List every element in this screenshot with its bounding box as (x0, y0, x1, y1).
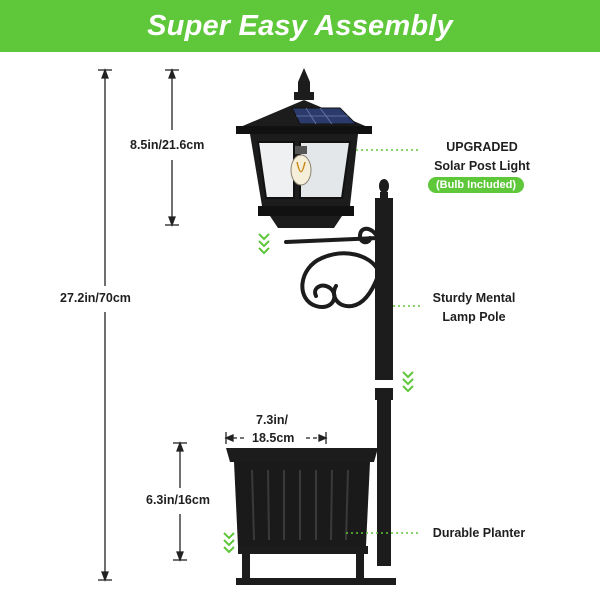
planter-height-label: 6.3in/16cm (146, 493, 210, 507)
banner-title: Super Easy Assembly (147, 9, 453, 42)
lantern-height-dimension-line (165, 68, 179, 227)
lamp-pole-callout-line1: Sturdy Mental (432, 291, 516, 305)
planter-width-dimension-line (224, 432, 328, 444)
solar-lantern (236, 68, 372, 228)
callout-leaders (346, 149, 420, 534)
scroll-bracket (284, 226, 380, 322)
planter-callout: Durable Planter (432, 526, 526, 540)
lamp-pole-callout: Sturdy Mental Lamp Pole (418, 289, 530, 327)
total-height-label: 27.2in/70cm (60, 291, 131, 305)
solar-light-callout-line1: UPGRADED (446, 140, 518, 154)
planter-width-label-line1: 7.3in/ (256, 413, 288, 427)
bulb-included-badge: (Bulb Included) (428, 177, 525, 193)
total-height-dimension-line (98, 68, 112, 582)
lantern-height-label: 8.5in/21.6cm (130, 138, 205, 152)
planter-width-label-line2: 18.5cm (252, 431, 295, 445)
header-banner: Super Easy Assembly (0, 0, 600, 52)
assembly-arrow-icon (402, 371, 414, 393)
solar-light-callout-line2: Solar Post Light (434, 159, 530, 173)
solar-light-callout: UPGRADED Solar Post Light (418, 138, 546, 176)
lamp-pole-callout-line2: Lamp Pole (442, 310, 506, 324)
planter-box (226, 448, 396, 585)
planter-height-dimension-line (173, 441, 187, 562)
assembly-arrow-icon (258, 233, 270, 255)
assembly-arrow-icon (223, 532, 235, 554)
